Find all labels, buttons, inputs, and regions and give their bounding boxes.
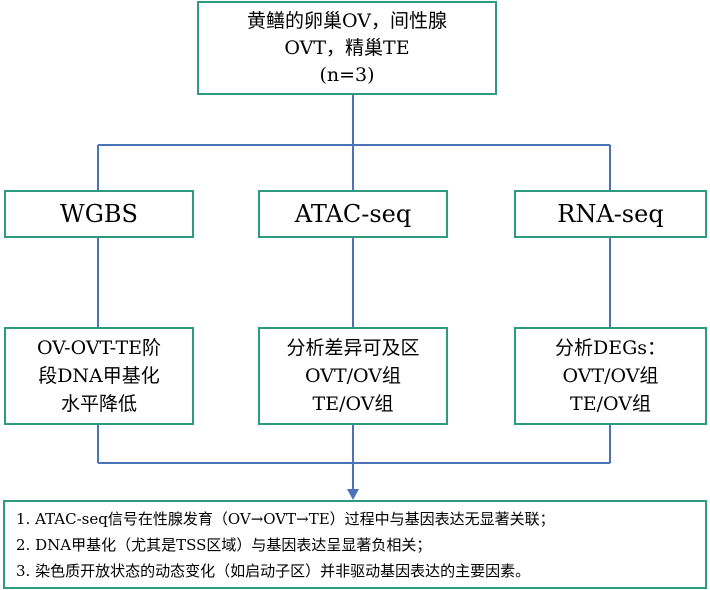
atac-result-box: 分析差异可及区 OVT/OV组 TE/OV组: [258, 327, 448, 425]
wgbs-result-line-2: 段DNA甲基化: [38, 365, 160, 387]
atac-result-line-1: 分析差异可及区: [286, 337, 420, 359]
rna-result-line-2: OVT/OV组: [562, 365, 659, 387]
sample-line-2: OVT，精巢TE: [284, 36, 410, 59]
wgbs-result-box: OV-OVT-TE阶 段DNA甲基化 水平降低: [4, 327, 194, 425]
rna-method-box: RNA-seq: [514, 190, 707, 238]
conclusion-item-1: 1. ATAC-seq信号在性腺发育（OV→OVT→TE）过程中与基因表达无显著…: [16, 509, 555, 528]
conclusion-box: 1. ATAC-seq信号在性腺发育（OV→OVT→TE）过程中与基因表达无显著…: [3, 500, 707, 589]
atac-result-line-2: OVT/OV组: [304, 365, 401, 387]
arrow-down-icon: [347, 489, 359, 500]
wgbs-label: WGBS: [60, 200, 138, 228]
atac-result-line-3: TE/OV组: [312, 393, 394, 415]
wgbs-method-box: WGBS: [4, 190, 194, 238]
wgbs-result-line-3: 水平降低: [60, 393, 137, 415]
sample-line-3: (n=3): [319, 63, 375, 86]
rna-result-box: 分析DEGs： OVT/OV组 TE/OV组: [514, 327, 707, 425]
wgbs-result-line-1: OV-OVT-TE阶: [36, 337, 162, 359]
conclusion-item-3: 3. 染色质开放状态的动态变化（如启动子区）并非驱动基因表达的主要因素。: [16, 561, 531, 580]
sample-box: 黄鳝的卵巢OV，间性腺 OVT，精巢TE (n=3): [197, 1, 497, 95]
rna-result-line-3: TE/OV组: [570, 393, 651, 415]
atac-label: ATAC-seq: [294, 200, 412, 228]
conclusion-item-2: 2. DNA甲基化（尤其是TSS区域）与基因表达呈显著负相关；: [16, 535, 432, 554]
rna-result-line-1: 分析DEGs：: [554, 337, 667, 359]
atac-method-box: ATAC-seq: [258, 190, 448, 238]
sample-line-1: 黄鳝的卵巢OV，间性腺: [247, 9, 447, 32]
rna-label: RNA-seq: [557, 200, 664, 228]
